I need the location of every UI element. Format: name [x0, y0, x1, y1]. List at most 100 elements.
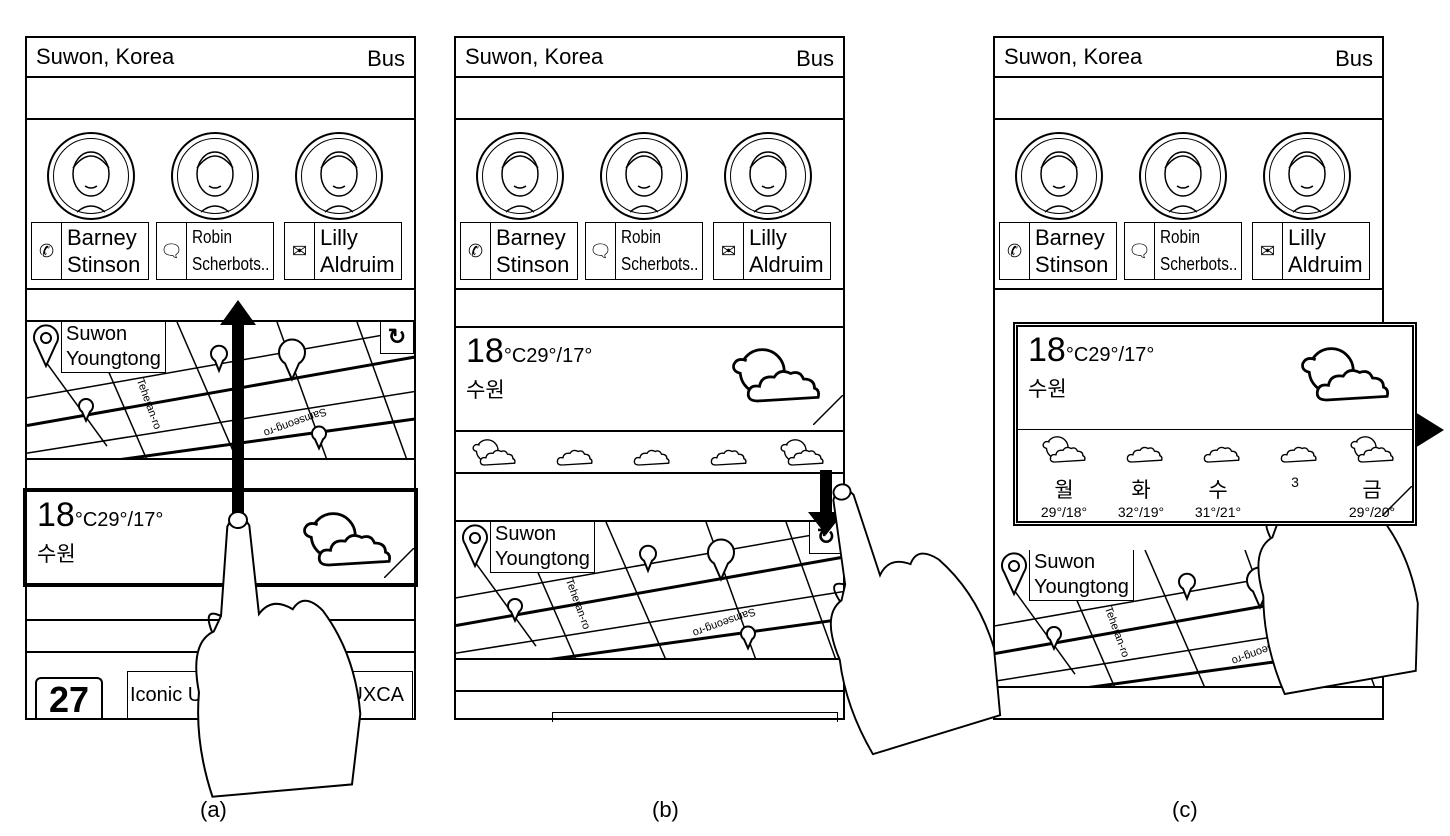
forecast-day[interactable]: [533, 438, 609, 473]
contact-name: LillyAldruim: [320, 224, 395, 278]
divider: [1018, 429, 1412, 430]
forecast-day[interactable]: 화32°/19°: [1103, 435, 1179, 520]
location-label[interactable]: Suwon, Korea: [465, 44, 603, 70]
mail-icon[interactable]: ✉: [1253, 223, 1283, 279]
contact-name: RobinScherbots..: [621, 224, 698, 278]
sun-cloud-icon: [1290, 345, 1400, 411]
forecast-strip[interactable]: [456, 432, 843, 474]
location-label[interactable]: Suwon, Korea: [36, 44, 174, 70]
avatar[interactable]: [476, 132, 564, 220]
forecast-day-name: 월: [1026, 474, 1102, 504]
forecast-range: 3: [1257, 474, 1333, 490]
contact-first-name: Barney: [67, 224, 140, 251]
refresh-icon[interactable]: ↻: [809, 522, 843, 554]
status-header: Suwon, Korea Bus: [456, 38, 843, 78]
contact-card[interactable]: 🗨RobinScherbots..: [1124, 222, 1242, 280]
weather-widget[interactable]: 18°C29°/17°수원: [23, 488, 418, 587]
temp-value: 18: [1028, 331, 1066, 369]
transport-label[interactable]: Bus: [796, 46, 834, 72]
avatar[interactable]: [171, 132, 259, 220]
contact-card[interactable]: 🗨RobinScherbots..: [156, 222, 274, 280]
contact-first-name: Lilly: [749, 224, 824, 251]
empty-row: [456, 78, 843, 120]
contact-name: LillyAldruim: [749, 224, 824, 278]
contact-card[interactable]: ✉LillyAldruim: [713, 222, 831, 280]
contact-last-name: Scherbots..: [621, 251, 698, 278]
cloud-icon: [533, 438, 609, 473]
city-name: 수원: [37, 538, 76, 568]
temp-range: 29°/17°: [526, 345, 592, 367]
forecast-day[interactable]: 금29°/20°: [1334, 435, 1410, 520]
phone-icon[interactable]: ✆: [1000, 223, 1030, 279]
avatar[interactable]: [1139, 132, 1227, 220]
transport-label[interactable]: Bus: [367, 46, 405, 72]
avatar[interactable]: [47, 132, 135, 220]
refresh-icon[interactable]: ↻: [380, 322, 414, 354]
map-widget[interactable]: SuwonYoungtongTeheran-roSamseong-ro↻: [995, 550, 1382, 688]
weather-widget[interactable]: 18°C29°/17°수원: [456, 328, 843, 432]
forecast-day[interactable]: 월29°/18°: [1026, 435, 1102, 520]
contact-last-name: Aldruim: [320, 251, 395, 278]
empty-row: [456, 474, 843, 522]
map-label-line2: Youngtong: [66, 347, 161, 372]
forecast-day[interactable]: [764, 438, 840, 473]
map-location-label: SuwonYoungtong: [490, 522, 595, 573]
avatar[interactable]: [1015, 132, 1103, 220]
speech-bubble-icon[interactable]: 🗨: [1125, 223, 1155, 279]
forecast-day[interactable]: [610, 438, 686, 473]
empty-row: [27, 290, 414, 322]
contact-name: RobinScherbots..: [1160, 224, 1237, 278]
contact-card[interactable]: ✆BarneyStinson: [999, 222, 1117, 280]
contact-last-name: Aldruim: [1288, 251, 1363, 278]
contact-name: BarneyStinson: [496, 224, 569, 278]
phone-icon[interactable]: ✆: [461, 223, 491, 279]
forecast-range: 29°/20°: [1334, 504, 1410, 520]
mail-icon[interactable]: ✉: [285, 223, 315, 279]
map-label-line2: Youngtong: [495, 547, 590, 572]
weather-widget[interactable]: 18°C29°/17°수원월29°/18°화32°/19°수31°/21°3금2…: [1013, 322, 1417, 526]
forecast-day[interactable]: 수31°/21°: [1180, 435, 1256, 520]
refresh-icon[interactable]: ↻: [1348, 550, 1382, 582]
contact-first-name: Robin: [1160, 224, 1237, 251]
temp-range: 29°/17°: [1088, 344, 1154, 366]
calendar-event[interactable]: Iconic UXUXCA: [127, 671, 413, 720]
sun-cloud-icon: [764, 438, 840, 473]
temp-unit: °C: [504, 345, 526, 367]
contact-card[interactable]: ✉LillyAldruim: [284, 222, 402, 280]
empty-row: [995, 78, 1382, 120]
speech-bubble-icon[interactable]: 🗨: [586, 223, 616, 279]
map-label-line1: Suwon: [495, 522, 590, 547]
contact-first-name: Lilly: [320, 224, 395, 251]
contact-last-name: Scherbots..: [1160, 251, 1237, 278]
transport-label[interactable]: Bus: [1335, 46, 1373, 72]
forecast-day[interactable]: 3: [1257, 435, 1333, 490]
resize-handle[interactable]: [384, 548, 414, 583]
avatar[interactable]: [295, 132, 383, 220]
resize-handle[interactable]: [813, 395, 843, 430]
speech-bubble-icon[interactable]: 🗨: [157, 223, 187, 279]
contact-card[interactable]: ✉LillyAldruim: [1252, 222, 1370, 280]
avatar[interactable]: [724, 132, 812, 220]
cloud-icon: [610, 438, 686, 473]
current-temperature: 18°C29°/17°: [466, 332, 592, 371]
forecast-day[interactable]: [687, 438, 763, 473]
empty-row: [456, 660, 843, 692]
contact-first-name: Barney: [1035, 224, 1108, 251]
partial-widget: [552, 712, 838, 722]
contact-card[interactable]: ✆BarneyStinson: [460, 222, 578, 280]
phone-icon[interactable]: ✆: [32, 223, 62, 279]
contact-last-name: Aldruim: [749, 251, 824, 278]
map-widget[interactable]: SuwonYoungtongTeheran-roSamseong-ro↻: [456, 522, 843, 660]
avatar[interactable]: [600, 132, 688, 220]
forecast-day[interactable]: [456, 438, 532, 473]
event-title: Iconic UX: [130, 684, 216, 707]
mail-icon[interactable]: ✉: [714, 223, 744, 279]
map-widget[interactable]: SuwonYoungtongTeheran-roSamseong-ro↻: [27, 322, 414, 460]
avatar[interactable]: [1263, 132, 1351, 220]
calendar-widget[interactable]: 27Iconic UXUXCA: [27, 653, 414, 720]
map-location-label: SuwonYoungtong: [61, 322, 166, 373]
contact-card[interactable]: 🗨RobinScherbots..: [585, 222, 703, 280]
location-label[interactable]: Suwon, Korea: [1004, 44, 1142, 70]
location-pin-icon: [31, 322, 61, 372]
contact-card[interactable]: ✆BarneyStinson: [31, 222, 149, 280]
